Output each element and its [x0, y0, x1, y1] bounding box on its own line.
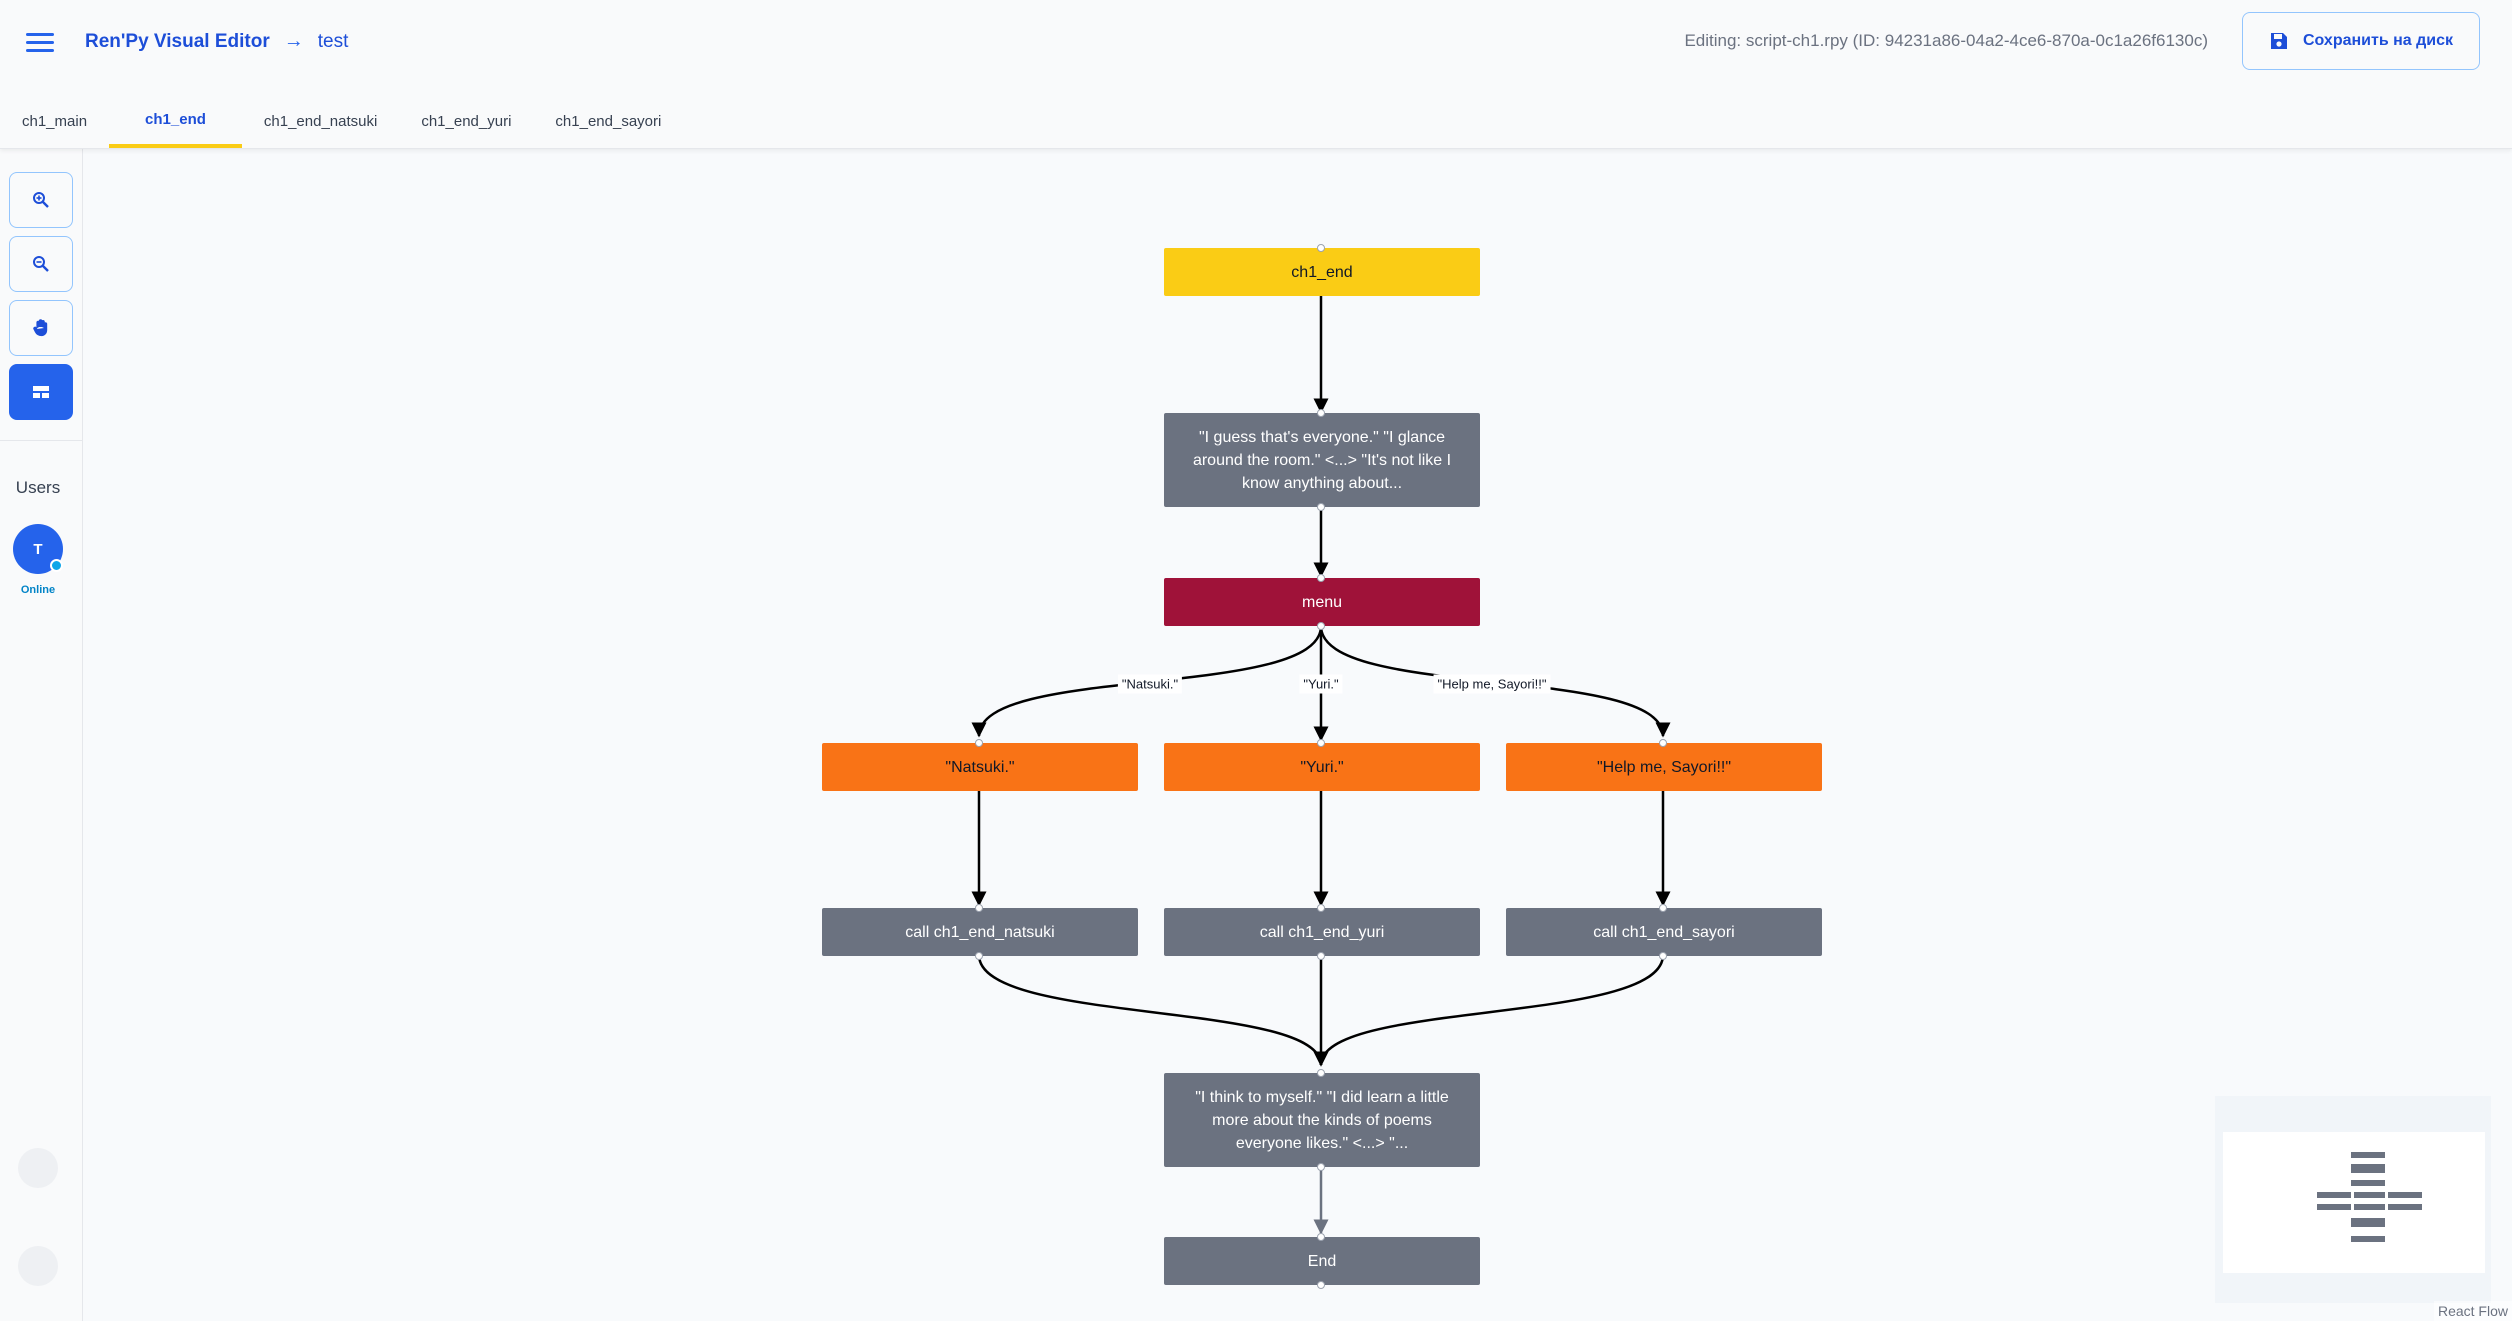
- node-choice-yuri[interactable]: "Yuri.": [1164, 743, 1480, 791]
- tab-ch1-end-yuri[interactable]: ch1_end_yuri: [421, 112, 512, 130]
- faded-avatar: [18, 1246, 58, 1286]
- node-handle[interactable]: [1659, 904, 1667, 912]
- node-handle[interactable]: [1659, 739, 1667, 747]
- node-handle[interactable]: [1317, 952, 1325, 960]
- node-say-2[interactable]: "I think to myself." "I did learn a litt…: [1164, 1073, 1480, 1167]
- minimap-node: [2351, 1218, 2385, 1227]
- app-header: Ren'Py Visual Editor → test Editing: scr…: [0, 0, 2512, 149]
- node-handle[interactable]: [1317, 1281, 1325, 1289]
- minimap-node: [2388, 1204, 2422, 1210]
- app-title[interactable]: Ren'Py Visual Editor: [85, 30, 270, 52]
- user-status: Online: [20, 584, 56, 596]
- left-toolbar: Users T Online: [0, 148, 83, 1321]
- node-handle[interactable]: [1317, 1233, 1325, 1241]
- node-call-yuri[interactable]: call ch1_end_yuri: [1164, 908, 1480, 956]
- node-handle[interactable]: [975, 952, 983, 960]
- sidebar-divider: [0, 440, 82, 441]
- node-handle[interactable]: [1317, 622, 1325, 630]
- node-handle[interactable]: [1659, 952, 1667, 960]
- node-handle[interactable]: [1317, 1069, 1325, 1077]
- minimap-node: [2317, 1204, 2351, 1210]
- minimap-node: [2317, 1192, 2351, 1198]
- online-status-dot: [50, 559, 63, 572]
- editing-file-info: Editing: script-ch1.rpy (ID: 94231a86-04…: [1684, 31, 2208, 50]
- node-handle[interactable]: [1317, 574, 1325, 582]
- node-label-ch1-end[interactable]: ch1_end: [1164, 248, 1480, 296]
- minimap-node: [2354, 1192, 2385, 1198]
- hamburger-menu-icon[interactable]: [22, 28, 58, 56]
- minimap-node: [2354, 1204, 2385, 1210]
- node-handle[interactable]: [1317, 739, 1325, 747]
- zoom-out-button[interactable]: [9, 236, 73, 292]
- label-tabs: ch1_main ch1_end ch1_end_natsuki ch1_end…: [0, 94, 683, 148]
- project-name[interactable]: test: [317, 30, 349, 52]
- node-call-natsuki[interactable]: call ch1_end_natsuki: [822, 908, 1138, 956]
- node-choice-sayori[interactable]: "Help me, Sayori!!": [1506, 743, 1822, 791]
- hand-icon: [33, 319, 48, 337]
- auto-layout-button[interactable]: [9, 364, 73, 420]
- minimap-node: [2351, 1236, 2385, 1242]
- node-handle[interactable]: [975, 904, 983, 912]
- node-handle[interactable]: [1317, 1163, 1325, 1171]
- react-flow-attribution[interactable]: React Flow: [2433, 1301, 2512, 1321]
- edge-label-natsuki[interactable]: "Natsuki.": [1117, 674, 1183, 694]
- node-handle[interactable]: [1317, 904, 1325, 912]
- floppy-disk-icon: [2270, 33, 2287, 49]
- node-say-1[interactable]: "I guess that's everyone." "I glance aro…: [1164, 413, 1480, 507]
- faded-avatar: [18, 1148, 58, 1188]
- node-handle[interactable]: [1317, 409, 1325, 417]
- users-heading: Users: [15, 478, 61, 497]
- tab-ch1-main[interactable]: ch1_main: [22, 112, 88, 130]
- tab-ch1-end-natsuki[interactable]: ch1_end_natsuki: [263, 112, 378, 130]
- save-to-disk-button[interactable]: Сохранить на диск: [2242, 12, 2480, 70]
- edge-label-yuri[interactable]: "Yuri.": [1299, 674, 1343, 694]
- node-handle[interactable]: [1317, 503, 1325, 511]
- tab-ch1-end-sayori[interactable]: ch1_end_sayori: [555, 112, 662, 130]
- breadcrumb-arrow-icon: →: [283, 30, 304, 52]
- minimap-node: [2388, 1192, 2422, 1198]
- node-handle[interactable]: [975, 739, 983, 747]
- minimap-node: [2351, 1152, 2385, 1158]
- node-menu[interactable]: menu: [1164, 578, 1480, 626]
- minimap[interactable]: [2215, 1096, 2491, 1303]
- edge[interactable]: [977, 954, 1329, 1067]
- edge-label-sayori[interactable]: "Help me, Sayori!!": [1433, 674, 1551, 694]
- zoom-in-icon: [33, 192, 49, 208]
- node-handle[interactable]: [1317, 244, 1325, 252]
- pan-hand-button[interactable]: [9, 300, 73, 356]
- layout-icon: [33, 386, 49, 398]
- minimap-viewport[interactable]: [2223, 1132, 2485, 1273]
- save-button-label: Сохранить на диск: [2302, 32, 2454, 49]
- node-call-sayori[interactable]: call ch1_end_sayori: [1506, 908, 1822, 956]
- tab-ch1-end[interactable]: ch1_end: [109, 94, 242, 148]
- node-choice-natsuki[interactable]: "Natsuki.": [822, 743, 1138, 791]
- minimap-node: [2351, 1164, 2385, 1173]
- zoom-out-icon: [33, 256, 49, 272]
- breadcrumb: Ren'Py Visual Editor → test: [85, 30, 348, 53]
- edge[interactable]: [1313, 954, 1665, 1067]
- zoom-in-button[interactable]: [9, 172, 73, 228]
- node-end[interactable]: End: [1164, 1237, 1480, 1285]
- minimap-node: [2351, 1180, 2385, 1186]
